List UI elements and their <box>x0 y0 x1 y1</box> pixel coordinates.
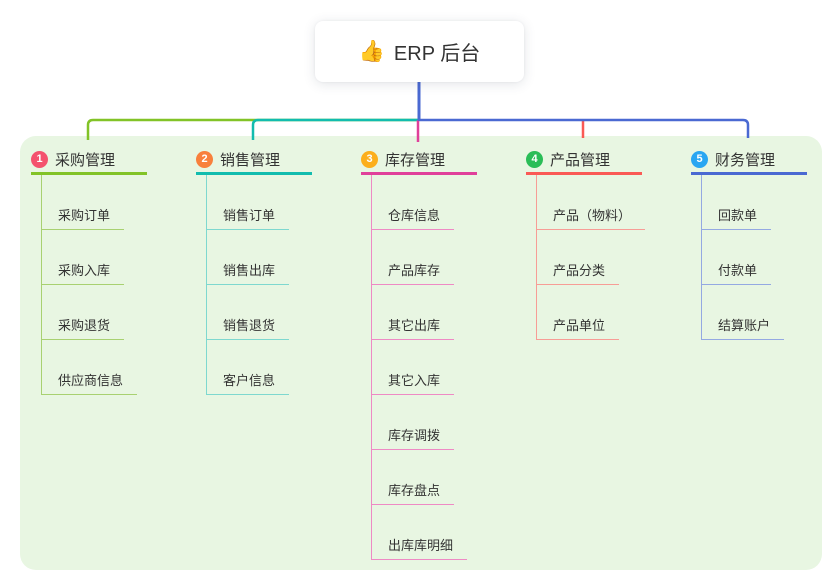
child-row: 出库库明细 <box>372 505 468 560</box>
branch-children: 仓库信息 产品库存 其它出库 其它入库 库存调拨 库存盘点 出库库明细 <box>371 175 468 560</box>
child-node[interactable]: 产品分类 <box>537 260 620 285</box>
thumbs-up-icon: 👍 <box>358 40 385 63</box>
branch-number-badge: 4 <box>526 150 543 168</box>
child-node[interactable]: 采购退货 <box>42 315 125 340</box>
child-node[interactable]: 产品单位 <box>537 315 620 340</box>
child-row: 仓库信息 <box>372 175 467 230</box>
branch-column-1: 1 采购管理 采购订单 采购入库 采购退货 供应商信息 <box>31 146 201 395</box>
child-node[interactable]: 产品库存 <box>372 260 455 285</box>
child-node[interactable]: 销售出库 <box>207 260 290 285</box>
child-row: 产品单位 <box>537 285 645 340</box>
child-row: 付款单 <box>702 230 784 285</box>
child-row: 其它入库 <box>372 340 467 395</box>
branch-number-badge: 1 <box>31 150 48 168</box>
root-node-label: ERP 后台 <box>393 43 481 65</box>
child-row: 产品库存 <box>372 230 467 285</box>
child-row: 结算账户 <box>702 285 785 340</box>
child-node[interactable]: 付款单 <box>702 260 772 285</box>
child-row: 产品分类 <box>537 230 645 285</box>
child-row: 采购入库 <box>42 230 137 285</box>
child-row: 销售出库 <box>207 230 290 285</box>
child-node[interactable]: 结算账户 <box>702 315 785 340</box>
branch-node-label: 销售管理 <box>220 151 281 169</box>
child-node[interactable]: 仓库信息 <box>372 205 455 230</box>
child-node[interactable]: 其它出库 <box>372 315 455 340</box>
branch-node-label: 财务管理 <box>715 151 776 169</box>
branch-node[interactable]: 5 财务管理 <box>691 146 807 175</box>
child-row: 库存调拨 <box>372 395 467 450</box>
child-row: 产品（物料） <box>537 175 646 230</box>
branch-children: 回款单 付款单 结算账户 <box>701 175 785 340</box>
branch-column-3: 3 库存管理 仓库信息 产品库存 其它出库 其它入库 库存调拨 库存盘点 出库库… <box>361 146 531 560</box>
branch-node[interactable]: 1 采购管理 <box>31 146 147 175</box>
child-node[interactable]: 供应商信息 <box>42 370 138 395</box>
mindmap-panel <box>20 136 822 570</box>
branch-number-badge: 3 <box>361 150 378 168</box>
child-node[interactable]: 客户信息 <box>207 370 290 395</box>
branch-node[interactable]: 2 销售管理 <box>196 146 312 175</box>
child-node[interactable]: 库存调拨 <box>372 425 455 450</box>
child-row: 客户信息 <box>207 340 290 395</box>
child-node[interactable]: 采购订单 <box>42 205 125 230</box>
child-node[interactable]: 销售订单 <box>207 205 290 230</box>
root-node[interactable]: 👍 ERP 后台 <box>315 21 524 82</box>
child-row: 采购退货 <box>42 285 137 340</box>
child-row: 销售退货 <box>207 285 290 340</box>
child-node[interactable]: 销售退货 <box>207 315 290 340</box>
branch-node[interactable]: 4 产品管理 <box>526 146 642 175</box>
branch-children: 采购订单 采购入库 采购退货 供应商信息 <box>41 175 138 395</box>
branch-node-label: 采购管理 <box>55 151 116 169</box>
child-row: 回款单 <box>702 175 784 230</box>
branch-children: 销售订单 销售出库 销售退货 客户信息 <box>206 175 290 395</box>
branch-node[interactable]: 3 库存管理 <box>361 146 477 175</box>
branch-children: 产品（物料） 产品分类 产品单位 <box>536 175 646 340</box>
child-node[interactable]: 回款单 <box>702 205 772 230</box>
child-node[interactable]: 库存盘点 <box>372 480 455 505</box>
branch-number-badge: 2 <box>196 150 213 168</box>
child-row: 采购订单 <box>42 175 137 230</box>
child-node[interactable]: 出库库明细 <box>372 535 468 560</box>
child-node[interactable]: 其它入库 <box>372 370 455 395</box>
child-row: 销售订单 <box>207 175 290 230</box>
child-row: 供应商信息 <box>42 340 138 395</box>
child-row: 库存盘点 <box>372 450 467 505</box>
child-node[interactable]: 采购入库 <box>42 260 125 285</box>
branch-column-5: 5 财务管理 回款单 付款单 结算账户 <box>691 146 839 340</box>
branch-number-badge: 5 <box>691 150 708 168</box>
branch-column-2: 2 销售管理 销售订单 销售出库 销售退货 客户信息 <box>196 146 366 395</box>
branch-column-4: 4 产品管理 产品（物料） 产品分类 产品单位 <box>526 146 696 340</box>
branch-node-label: 库存管理 <box>385 151 446 169</box>
branch-node-label: 产品管理 <box>550 151 611 169</box>
child-row: 其它出库 <box>372 285 467 340</box>
child-node[interactable]: 产品（物料） <box>537 205 646 230</box>
